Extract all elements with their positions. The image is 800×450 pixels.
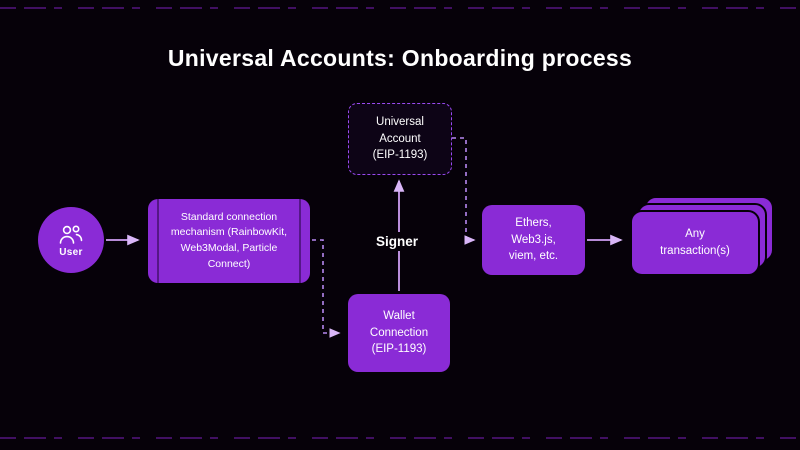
right-side-bar [299,199,301,283]
page-title: Universal Accounts: Onboarding process [167,45,633,72]
universal-account-label: Universal Account (EIP-1193) [372,115,428,162]
signer-label: Signer [357,232,437,251]
any-transactions-node: Any transaction(s) [630,210,760,276]
any-transactions-label: Any transaction(s) [660,228,730,257]
users-group-icon [59,225,83,244]
left-side-bar [157,199,159,283]
wallet-connection-label: Wallet Connection (EIP-1193) [369,309,429,356]
universal-account-node: Universal Account (EIP-1193) [348,103,452,175]
standard-connection-label: Standard connection mechanism (RainbowKi… [170,210,288,270]
connector-standard-to-wallet-dashed [312,239,341,338]
wallet-connection-node: Wallet Connection (EIP-1193) [348,294,450,372]
bottom-decorative-dashed-line [0,437,800,439]
ethers-node: Ethers, Web3.js, viem, etc. [482,205,585,275]
ethers-label: Ethers, Web3.js, viem, etc. [508,216,559,263]
user-node-label: User [59,247,83,258]
user-node: User [38,207,104,273]
top-decorative-dashed-line [0,7,800,9]
connector-universal-to-ethers-dashed [452,137,476,245]
standard-connection-node: Standard connection mechanism (RainbowKi… [148,199,310,283]
